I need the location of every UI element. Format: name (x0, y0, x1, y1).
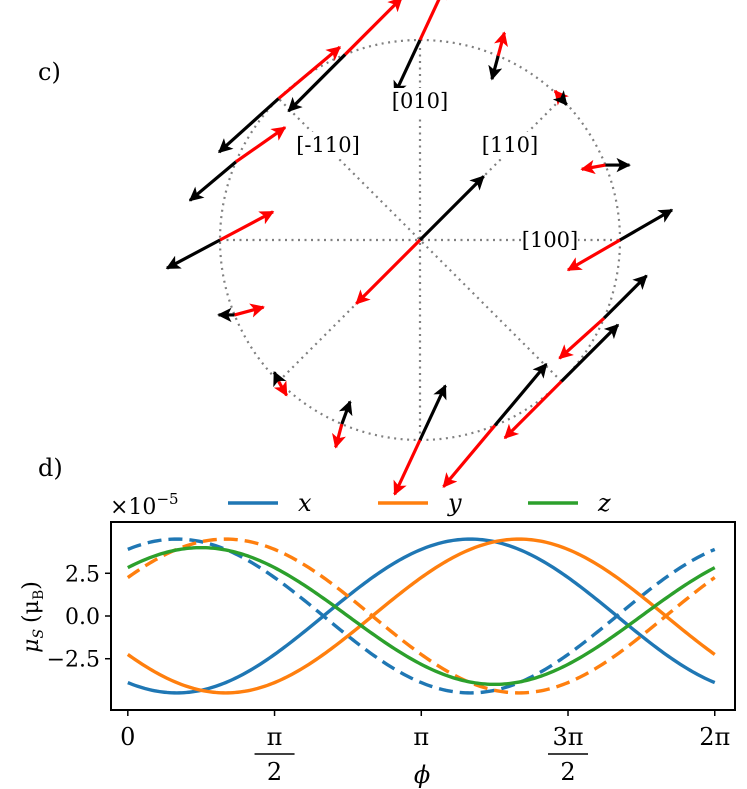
center-red-vector (355, 238, 422, 305)
ring-red-vector-5 (234, 303, 265, 318)
ring-black-vector-1 (287, 53, 347, 113)
x-tick-denominator: 2 (560, 758, 575, 786)
y-tick-label: −2.5 (47, 648, 100, 673)
multiplier-exponent: −5 (156, 490, 178, 508)
y-ticks: 2.5 0.0 −2.5 (47, 562, 111, 673)
ring-red-vector-10 (503, 380, 563, 440)
ring-red-vector-9 (442, 424, 497, 488)
x-tick-denominator: 2 (267, 758, 282, 786)
ring-black-vector-12 (619, 208, 674, 242)
ylabel-base: μ (19, 639, 44, 653)
ylabel-unit-sub: B (31, 590, 47, 600)
polar-vector-diagram: [010] [-110] [110] [100] (165, 0, 674, 496)
series-line-x-dashed (127, 537, 716, 695)
x-tick-label: 2π (699, 723, 730, 751)
x-tick-label: 3π (552, 723, 583, 751)
y-tick-label: 0.0 (65, 605, 100, 630)
ring-black-vector-0 (393, 39, 422, 96)
series-line-y-dashed (126, 537, 716, 695)
ring-black-vector-8 (418, 384, 447, 441)
direction-label: [100] (522, 228, 578, 252)
series-line-z-solid (127, 545, 716, 687)
direction-label: [-110] (296, 133, 360, 157)
legend-label-y: y (447, 489, 462, 517)
direction-label-bg (392, 88, 448, 115)
ring-black-vector-4 (165, 238, 221, 270)
x-tick-label: π (413, 723, 429, 751)
series-line-y-solid (126, 537, 716, 695)
ring-vectors (165, 0, 674, 496)
ring-black-vector-15 (488, 55, 503, 81)
direction-label-bg (300, 132, 356, 159)
ring-red-vector-1 (343, 0, 403, 56)
ring-black-vector-14 (552, 90, 568, 106)
ring-black-vector-6 (272, 371, 287, 388)
ring-red-vector-3 (234, 126, 287, 164)
ring-black-vector-3 (188, 160, 237, 202)
x-tick-label: π (267, 723, 283, 751)
ring-red-vector-11 (558, 316, 606, 360)
direction-label: [110] (482, 133, 538, 157)
legend: x y z (228, 489, 611, 517)
axis-multiplier: ×10−5 (110, 490, 179, 520)
multiplier-base: ×10 (110, 495, 156, 520)
ring-red-vector-0 (418, 0, 447, 41)
ring-black-vector-9 (493, 363, 548, 427)
center-vectors (355, 175, 485, 305)
series-line-x-solid (127, 537, 716, 695)
plot-lines (126, 537, 716, 695)
ring-black-vector-7 (338, 400, 353, 425)
panel-d-label: d) (38, 454, 63, 482)
ring-black-vector-11 (602, 274, 648, 320)
x-tick-label: 0 (120, 723, 135, 751)
ring-red-vector-7 (332, 423, 346, 449)
ring-red-vector-13 (580, 159, 606, 175)
panel-c-label: c) (38, 58, 61, 86)
direction-label-bg (522, 227, 578, 254)
ylabel-unit: (μ (19, 600, 44, 623)
ring-red-vector-8 (393, 439, 422, 496)
y-axis-label: μS (μB) (19, 581, 47, 653)
direction-labels: [010] [-110] [110] [100] (296, 88, 578, 254)
ring-red-vector-12 (566, 238, 621, 272)
ylabel-close: ) (19, 581, 44, 590)
ring-red-vector-15 (494, 31, 508, 57)
ylabel-sub: S (31, 629, 47, 639)
y-tick-label: 2.5 (65, 562, 100, 587)
ring-red-vector-4 (219, 210, 275, 242)
x-axis-label: ϕ (414, 761, 430, 789)
ring-red-vector-6 (273, 380, 288, 397)
ring-black-vector-10 (560, 323, 620, 383)
legend-label-x: x (298, 489, 312, 517)
legend-label-z: z (597, 489, 611, 517)
direction-label: [010] (392, 89, 448, 113)
ring-black-vector-2 (218, 97, 280, 154)
center-black-vector (418, 175, 485, 242)
ring-red-vector-2 (277, 45, 341, 100)
direction-label-bg (482, 132, 538, 159)
